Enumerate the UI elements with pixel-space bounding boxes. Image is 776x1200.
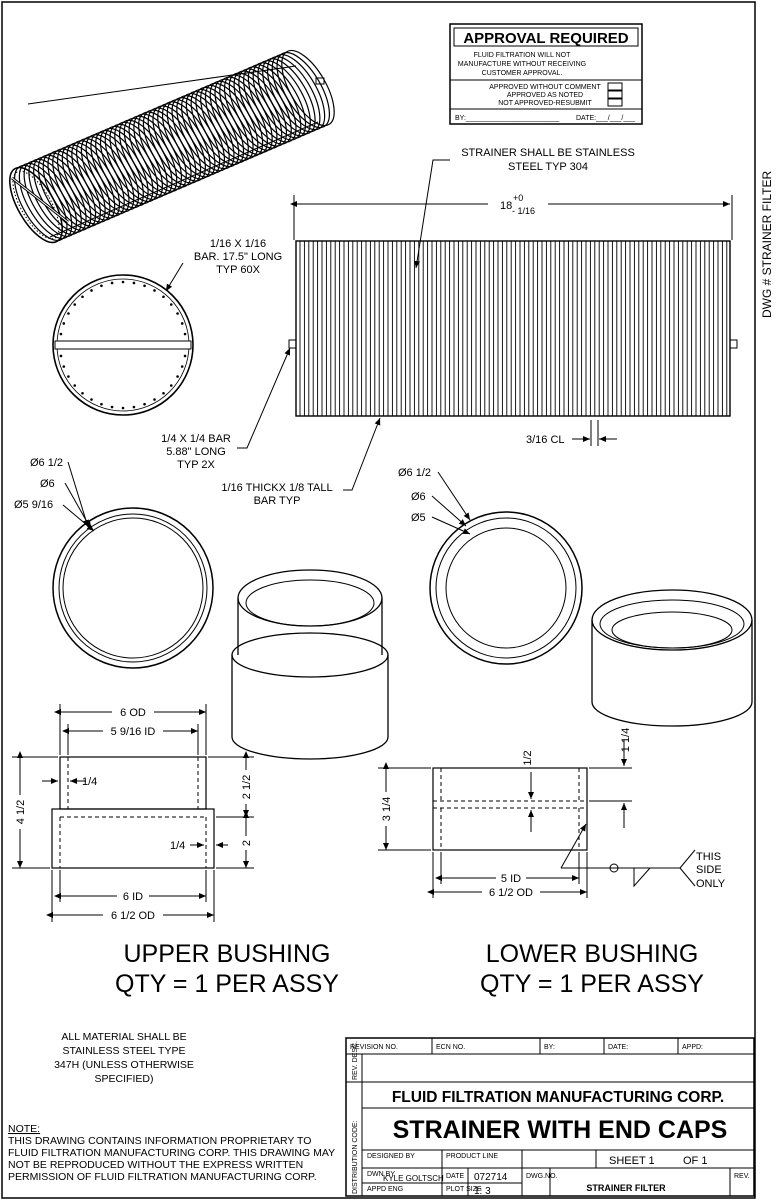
bar-callout-2-line-3: TYP 2X xyxy=(177,459,215,471)
bar-callout-3-line-1: 1/16 THICKX 1/8 TALL xyxy=(221,482,332,494)
material-note-line-2: STAINLESS STEEL TYPE xyxy=(63,1045,186,1057)
bar-callout-3-line-2: BAR TYP xyxy=(254,495,301,507)
tb-appd: APPD: xyxy=(682,1044,703,1051)
weld-note-line-2: SIDE xyxy=(696,864,722,876)
lower-dia-1: Ø6 1/2 xyxy=(398,467,431,479)
upper-bottom-height-dim: 2 xyxy=(241,840,253,846)
proprietary-note-line-3: NOT BE REPRODUCED WITHOUT THE EXPRESS WR… xyxy=(8,1159,303,1171)
upper-height-dim: 4 1/2 xyxy=(15,800,27,824)
proprietary-note-line-4: PERMISSION OF FLUID FILTRATION MANUFACTU… xyxy=(8,1171,317,1183)
tb-by: BY: xyxy=(544,1044,555,1051)
material-note-line-1: ALL MATERIAL SHALL BE xyxy=(61,1031,186,1043)
lower-id-dim: 5 ID xyxy=(501,873,521,885)
approval-by-field[interactable]: BY:________________________ xyxy=(455,115,559,122)
strainer-isometric-view xyxy=(9,49,335,244)
tb-dwn-by: DWN BY xyxy=(367,1171,395,1178)
lower-bushing-qty: QTY = 1 PER ASSY xyxy=(480,970,704,998)
upper-dia-1: Ø6 1/2 xyxy=(30,457,63,469)
approval-line-1: FLUID FILTRATION WILL NOT xyxy=(474,52,571,59)
approval-checkbox-1[interactable] xyxy=(607,82,623,91)
approval-line-3: CUSTOMER APPROVAL. xyxy=(482,70,563,77)
tb-drawer-name: KYLE GOLTSCH xyxy=(383,1174,444,1183)
approval-option-3: NOT APPROVED-RESUBMIT xyxy=(498,100,592,107)
title-block xyxy=(345,1037,755,1197)
bar-callout-1-line-1: 1/16 X 1/16 xyxy=(210,238,266,250)
upper-bushing-isometric-view xyxy=(231,569,389,760)
tb-rev-desc: REV. DESC. xyxy=(352,1041,359,1080)
proprietary-note-line-1: THIS DRAWING CONTAINS INFORMATION PROPRI… xyxy=(8,1135,311,1147)
bar-callout-2-line-2: 5.88" LONG xyxy=(166,446,226,458)
lower-top-height-dim: 1 1/4 xyxy=(620,728,632,752)
approval-title: APPROVAL REQUIRED xyxy=(463,30,628,47)
upper-bushing-qty: QTY = 1 PER ASSY xyxy=(115,970,339,998)
tb-sheet: SHEET 1 xyxy=(609,1155,655,1167)
tb-rev: REV. xyxy=(734,1173,750,1180)
bar-callout-1-line-3: TYP 60X xyxy=(216,264,260,276)
lower-height-dim: 3 1/4 xyxy=(381,797,393,821)
approval-date-field[interactable]: DATE:___/___/___ xyxy=(576,115,635,122)
approval-option-1: APPROVED WITHOUT COMMENT xyxy=(489,84,601,91)
tb-date: DATE: xyxy=(608,1044,628,1051)
lower-od-dim: 6 1/2 OD xyxy=(489,887,533,899)
approval-option-2: APPROVED AS NOTED xyxy=(507,92,583,99)
proprietary-note-title: NOTE: xyxy=(8,1123,40,1135)
material-note-line-3: 347H (UNLESS OTHERWISE xyxy=(54,1059,194,1071)
tb-designed-by: DESIGNED BY xyxy=(367,1153,415,1160)
weld-note-line-1: THIS xyxy=(696,851,721,863)
strainer-side-view xyxy=(288,190,738,417)
material-note-line-4: SPECIFIED) xyxy=(95,1073,154,1085)
lower-bushing-top-view xyxy=(429,471,583,665)
tb-distribution-code: DISTRIBUTION CODE: xyxy=(352,1120,359,1194)
upper-od-dim: 6 OD xyxy=(120,707,146,719)
strainer-length-dim: 18 xyxy=(500,200,512,212)
tb-company-name: FLUID FILTRATION MANUFACTURING CORP. xyxy=(392,1089,724,1106)
tb-sheet-of: OF 1 xyxy=(683,1155,707,1167)
upper-wall-top-dim: 1/4 xyxy=(82,776,97,788)
tb-drawing-title: STRAINER WITH END CAPS xyxy=(393,1116,728,1144)
upper-wall-bottom-dim: 1/4 xyxy=(170,840,185,852)
tb-revision-no: REVISION NO. xyxy=(350,1044,398,1051)
upper-dia-3: Ø5 9/16 xyxy=(14,499,53,511)
lower-bushing-section-view xyxy=(378,740,696,899)
strainer-length-tol-plus: +0 xyxy=(513,193,523,203)
weld-note-line-3: ONLY xyxy=(696,878,726,890)
side-drawing-label: DWG # STRAINER FILTER xyxy=(760,171,774,318)
strainer-material-line-1: STRAINER SHALL BE STAINLESS xyxy=(461,147,635,159)
upper-bushing-section-view xyxy=(12,704,254,922)
bar-callout-2-line-1: 1/4 X 1/4 BAR xyxy=(161,433,231,445)
tb-appd-eng: APPD ENG xyxy=(367,1186,403,1193)
tb-dwg-no-label: DWG.NO. xyxy=(526,1173,558,1180)
approval-checkbox-3[interactable] xyxy=(607,98,623,107)
upper-bushing-title: UPPER BUSHING xyxy=(124,940,331,968)
tb-plot-size: PLOT SIZE xyxy=(446,1186,482,1193)
bar-callout-1-line-2: BAR. 17.5" LONG xyxy=(194,251,282,263)
proprietary-note-line-2: FLUID FILTRATION MANUFACTURING CORP. THI… xyxy=(8,1147,335,1159)
approval-checkbox-2[interactable] xyxy=(607,90,623,99)
tb-dwg-name: STRAINER FILTER xyxy=(586,1183,666,1193)
upper-bushing-top-view xyxy=(52,461,214,669)
upper-od-bottom-dim: 6 1/2 OD xyxy=(111,910,155,922)
upper-id-bottom-dim: 6 ID xyxy=(123,891,143,903)
bar-spacing-dim: 3/16 CL xyxy=(526,434,565,446)
sheet-border xyxy=(1,1,756,1199)
lower-bushing-isometric-view xyxy=(591,589,753,727)
tb-date-label: DATE xyxy=(446,1173,464,1180)
upper-dia-2: Ø6 xyxy=(40,478,55,490)
strainer-length-tol-minus: - 1/16 xyxy=(512,206,535,216)
strainer-material-line-2: STEEL TYP 304 xyxy=(508,161,588,173)
tb-date-value: 072714 xyxy=(474,1172,508,1183)
strainer-end-view xyxy=(52,262,194,416)
tb-ecn-no: ECN NO. xyxy=(436,1044,465,1051)
lower-dia-2: Ø6 xyxy=(411,491,426,503)
approval-line-2: MANUFACTURE WITHOUT RECEIVING xyxy=(458,61,586,68)
lower-bushing-title: LOWER BUSHING xyxy=(486,940,699,968)
lower-dia-3: Ø5 xyxy=(411,512,426,524)
lower-top-wall-dim: 1/2 xyxy=(522,750,534,765)
tb-product-line: PRODUCT LINE xyxy=(446,1153,498,1160)
upper-top-height-dim: 2 1/2 xyxy=(241,775,253,799)
tb-scale: 1: 3 xyxy=(474,1186,491,1197)
upper-id-dim: 5 9/16 ID xyxy=(111,726,156,738)
approval-box: APPROVAL REQUIRED FLUID FILTRATION WILL … xyxy=(449,23,643,125)
